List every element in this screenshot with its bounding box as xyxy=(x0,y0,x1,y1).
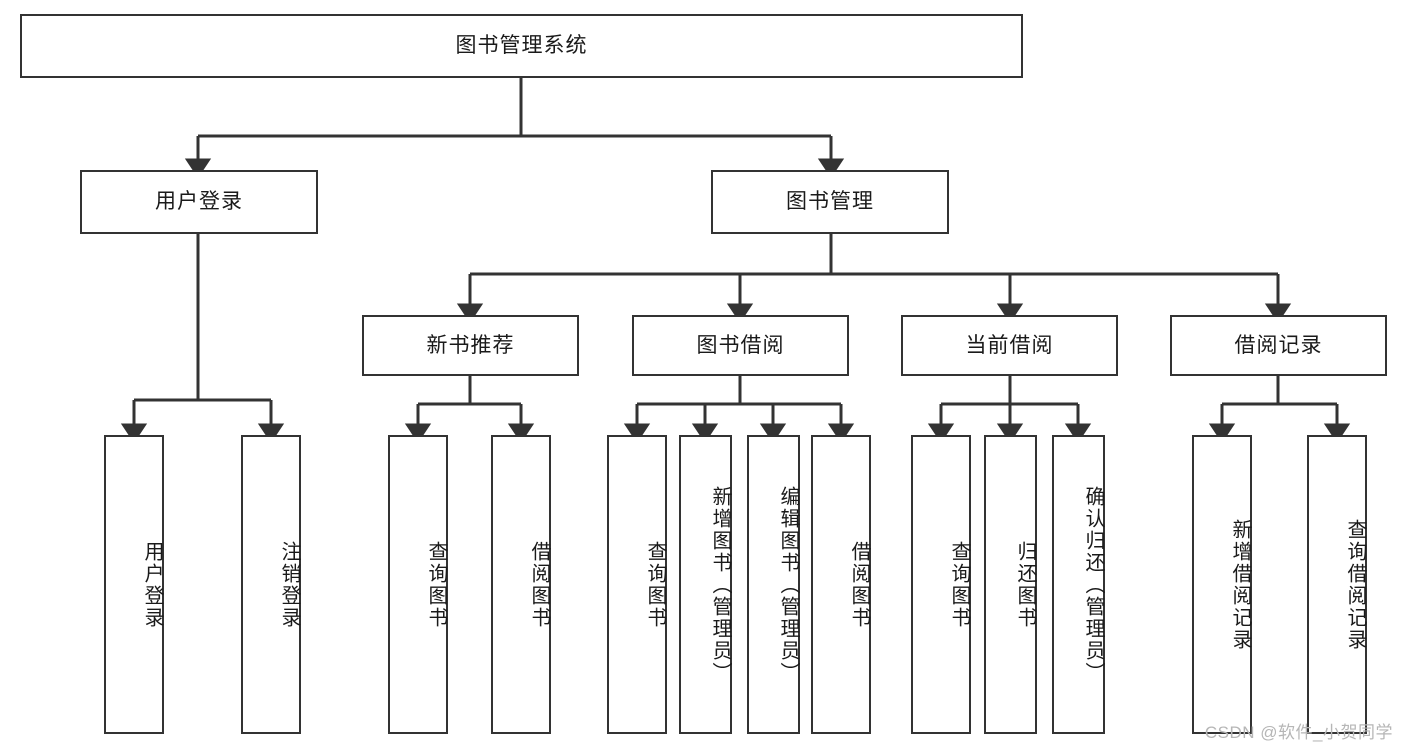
leaf-current-query-book[interactable]: 查询图书 xyxy=(911,435,971,734)
leaf-borrow-add-book-admin[interactable]: 新增图书（管理员） xyxy=(679,435,732,734)
node-label: 图书借阅 xyxy=(696,333,785,357)
node-label: 新增借阅记录 xyxy=(1229,518,1251,651)
node-label: 借阅图书 xyxy=(848,540,870,629)
node-label: 用户登录 xyxy=(155,190,243,214)
leaf-recommend-borrow-book[interactable]: 借阅图书 xyxy=(491,435,551,734)
node-borrow-record[interactable]: 借阅记录 xyxy=(1170,315,1387,376)
leaf-current-confirm-return-admin[interactable]: 确认归还（管理员） xyxy=(1052,435,1105,734)
node-new-book-recommend[interactable]: 新书推荐 xyxy=(362,315,579,376)
node-label: 确认归还（管理员） xyxy=(1082,485,1104,684)
leaf-borrow-borrow-book[interactable]: 借阅图书 xyxy=(811,435,871,734)
node-label: 图书管理系统 xyxy=(455,34,588,58)
leaf-record-add-record[interactable]: 新增借阅记录 xyxy=(1192,435,1252,734)
node-current-borrow[interactable]: 当前借阅 xyxy=(901,315,1118,376)
csdn-watermark: CSDN @软件_小贺同学 xyxy=(1204,723,1393,742)
leaf-recommend-query-book[interactable]: 查询图书 xyxy=(388,435,448,734)
node-label: 新增图书（管理员） xyxy=(709,485,731,684)
node-label: 用户登录 xyxy=(141,540,163,629)
node-label: 查询图书 xyxy=(644,540,666,629)
node-user-login[interactable]: 用户登录 xyxy=(80,170,318,234)
node-label: 新书推荐 xyxy=(426,333,515,357)
node-label: 注销登录 xyxy=(278,540,300,629)
leaf-borrow-query-book[interactable]: 查询图书 xyxy=(607,435,667,734)
node-label: 当前借阅 xyxy=(965,333,1054,357)
node-label: 查询借阅记录 xyxy=(1344,518,1366,651)
leaf-user-logout[interactable]: 注销登录 xyxy=(241,435,301,734)
node-book-management[interactable]: 图书管理 xyxy=(711,170,949,234)
leaf-current-return-book[interactable]: 归还图书 xyxy=(984,435,1037,734)
node-root-system[interactable]: 图书管理系统 xyxy=(20,14,1023,78)
node-label: 查询图书 xyxy=(425,540,447,629)
leaf-user-login[interactable]: 用户登录 xyxy=(104,435,164,734)
node-label: 借阅记录 xyxy=(1234,333,1323,357)
node-label: 编辑图书（管理员） xyxy=(777,485,799,684)
node-label: 查询图书 xyxy=(948,540,970,629)
leaf-borrow-edit-book-admin[interactable]: 编辑图书（管理员） xyxy=(747,435,800,734)
node-label: 归还图书 xyxy=(1014,540,1036,629)
leaf-record-query-record[interactable]: 查询借阅记录 xyxy=(1307,435,1367,734)
node-label: 图书管理 xyxy=(786,190,874,214)
node-label: 借阅图书 xyxy=(528,540,550,629)
node-book-borrow[interactable]: 图书借阅 xyxy=(632,315,849,376)
